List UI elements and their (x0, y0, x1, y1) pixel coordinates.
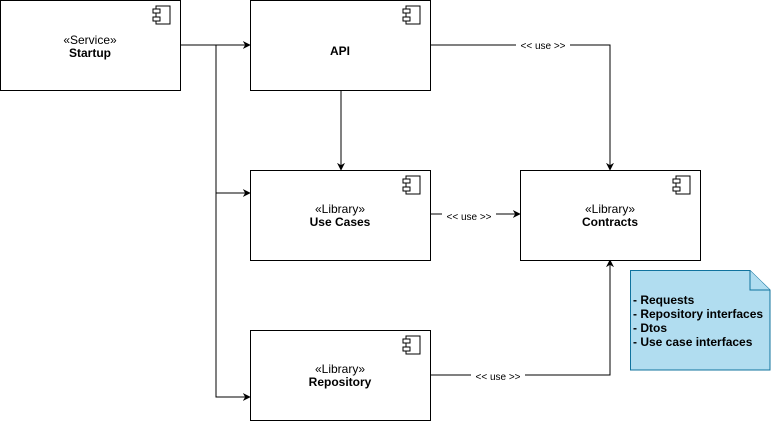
component-api[interactable]: API (250, 0, 431, 91)
edge-label-text: << use >> (446, 212, 491, 223)
component-name: Use Cases (310, 215, 371, 229)
component-icon (402, 5, 421, 25)
note-line: - Use case interfaces (633, 335, 753, 349)
component-stereotype: «Library» (315, 362, 365, 376)
component-name: Repository (309, 375, 372, 389)
component-stereotype: «Service» (63, 33, 117, 47)
component-use-cases[interactable]: «Library» Use Cases (250, 170, 431, 261)
edge-label-api-to-contracts: << use >> (516, 39, 570, 52)
edge-label-use-cases-to-contracts: << use >> (442, 210, 496, 223)
edge-labels: << use >> << use >> << use >> (442, 39, 570, 383)
note-shape (630, 270, 771, 371)
component-icon (152, 5, 171, 25)
component-icon (402, 335, 421, 355)
component-stereotype: «Library» (315, 202, 365, 216)
edge-label-repository-to-contracts: << use >> (471, 370, 525, 383)
note-fold-corner (749, 270, 770, 291)
edge-startup-to-repository[interactable] (215, 193, 251, 401)
edge-label-text: << use >> (520, 41, 565, 52)
component-name: API (330, 44, 350, 58)
note-contracts-contents[interactable]: - Requests - Repository interfaces - Dto… (630, 270, 771, 371)
edge-api-to-contracts[interactable] (430, 44, 614, 171)
edge-label-text: << use >> (475, 372, 520, 383)
component-stereotype: «Library» (585, 202, 635, 216)
note-line: - Dtos (633, 321, 667, 335)
edge-repository-to-contracts[interactable] (430, 259, 614, 376)
edge-startup-to-use-cases[interactable] (215, 45, 251, 197)
component-name: Startup (69, 46, 111, 60)
component-repository[interactable]: «Library» Repository (250, 330, 431, 421)
note-line: - Requests (633, 293, 695, 307)
component-name: Contracts (582, 215, 638, 229)
note-line: - Repository interfaces (633, 307, 763, 321)
components: «Service» Startup API «Library» Use Case… (0, 0, 701, 421)
component-icon (672, 175, 691, 195)
component-contracts[interactable]: «Library» Contracts (520, 170, 701, 261)
component-startup[interactable]: «Service» Startup (0, 0, 181, 91)
component-icon (402, 175, 421, 195)
